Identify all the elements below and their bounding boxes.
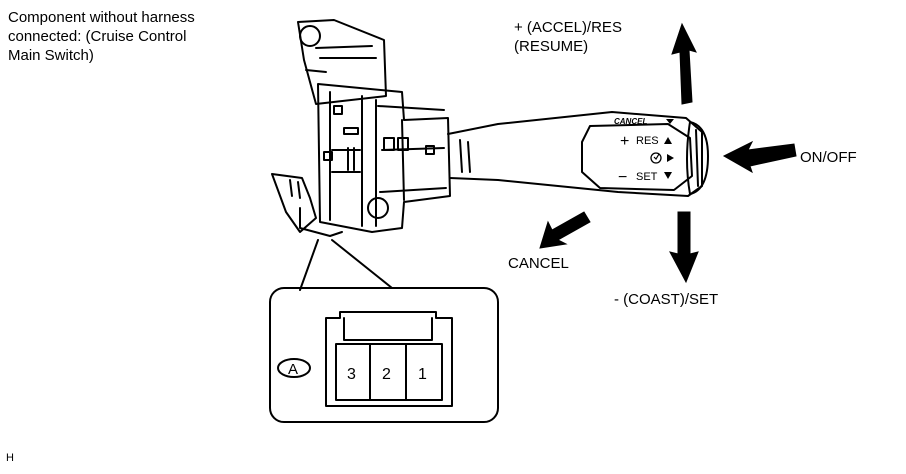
head-res-label: RES xyxy=(636,135,659,147)
label-accel: + (ACCEL)/RES (RESUME) xyxy=(514,18,622,56)
label-accel-line-1: + (ACCEL)/RES xyxy=(514,19,622,36)
head-set-label: SET xyxy=(636,171,658,183)
connector-letter: A xyxy=(288,361,298,378)
connector-outline xyxy=(325,311,453,407)
caption-line-2: connected: (Cruise Control xyxy=(8,28,187,45)
head-set-minus: − xyxy=(618,169,627,186)
head-cancel-mark: CANCEL xyxy=(614,117,647,126)
mounting-hole-top xyxy=(299,25,321,47)
arrow-accel-up xyxy=(671,22,697,105)
caption-line-3: Main Switch) xyxy=(8,47,94,64)
mounting-tab-top xyxy=(297,19,387,105)
connector-inset-box xyxy=(269,287,499,423)
label-coast-set: - (COAST)/SET xyxy=(614,291,719,308)
connector-pin-1: 1 xyxy=(418,366,427,383)
switch-body xyxy=(317,83,451,233)
diagram-caption: Component without harness connected: (Cr… xyxy=(8,8,195,65)
lever-head-face xyxy=(581,123,693,191)
arrow-cancel xyxy=(539,211,591,249)
arrow-coast-down xyxy=(669,211,699,284)
arrow-on-off xyxy=(722,140,797,174)
connector-letter-badge xyxy=(277,358,311,378)
label-on-off: ON/OFF xyxy=(800,149,857,166)
connector-pin-3: 3 xyxy=(347,366,356,383)
on-off-button xyxy=(686,121,709,195)
connector-pin-2: 2 xyxy=(382,366,391,383)
head-res-plus: + xyxy=(620,133,629,150)
side-clip xyxy=(271,173,317,233)
caption-line-1: Component without harness xyxy=(8,9,195,26)
mounting-hole-bottom xyxy=(367,197,389,219)
footer-code: H xyxy=(6,452,14,464)
label-accel-line-2: (RESUME) xyxy=(514,38,589,55)
label-cancel: CANCEL xyxy=(508,255,569,272)
